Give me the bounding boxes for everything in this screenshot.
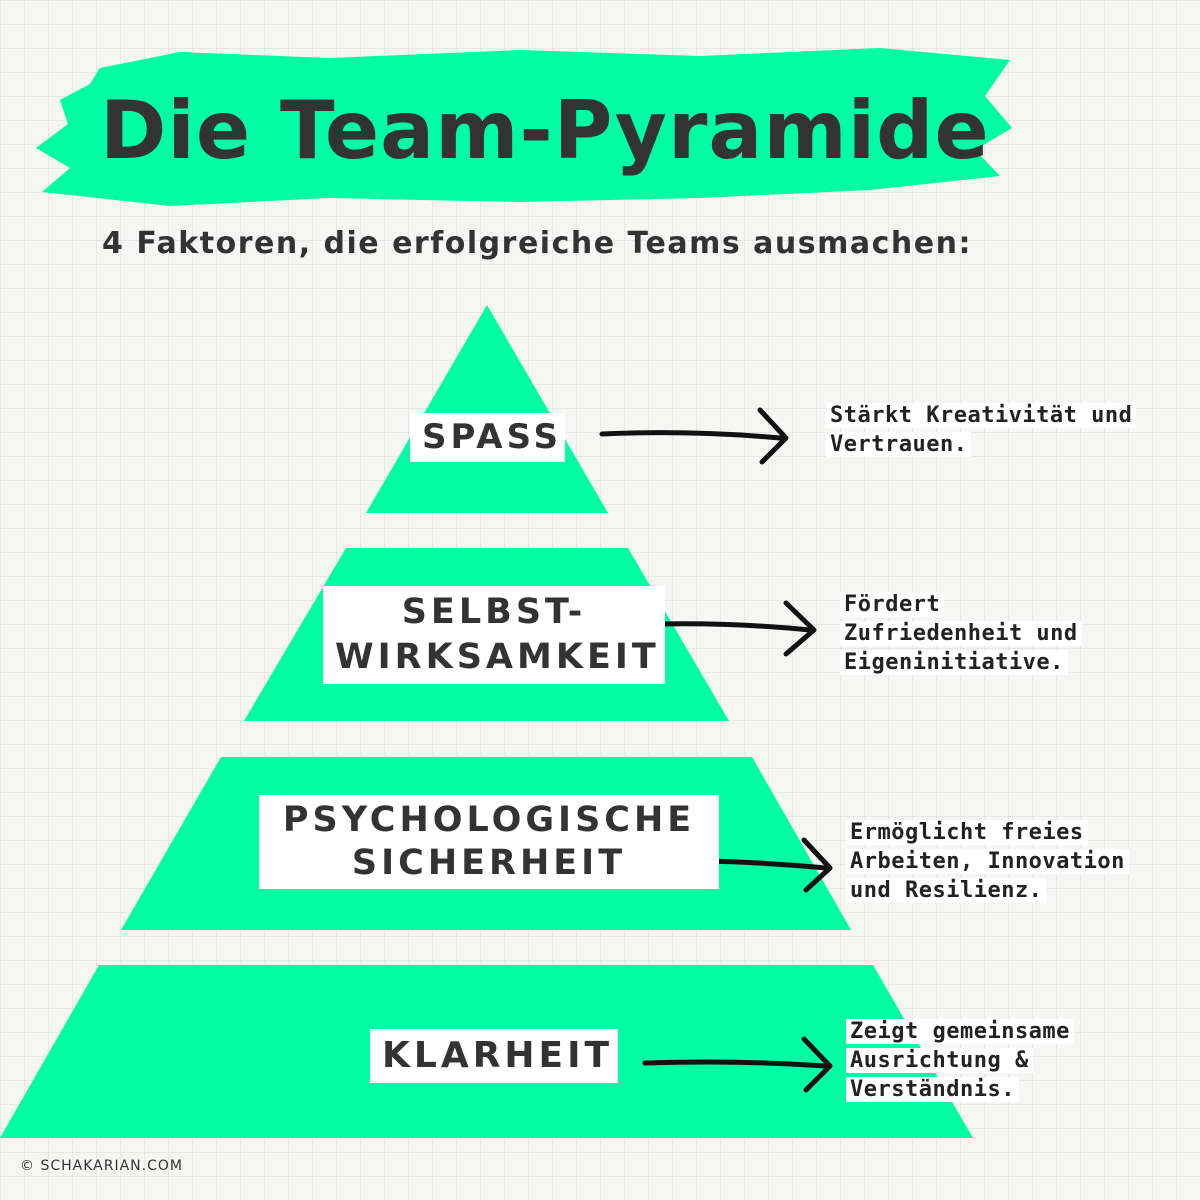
arrow-icon-spass — [599, 407, 789, 465]
page-subtitle: 4 Faktoren, die erfolgreiche Teams ausma… — [102, 226, 972, 261]
pyramid-level-spass-shape — [366, 305, 608, 513]
page-title: Die Team-Pyramide — [100, 84, 990, 177]
description-spass: Stärkt Kreativität und Vertrauen. — [826, 401, 1166, 459]
pyramid-label-psychologische-sicherheit: PSYCHOLOGISCHE SICHERHEIT — [259, 795, 719, 889]
pyramid-label-klarheit: KLARHEIT — [370, 1029, 618, 1083]
title-brush-highlight — [36, 48, 1012, 206]
arrow-icon-klarheit — [642, 1036, 833, 1093]
description-klarheit: Zeigt gemeinsame Ausrichtung & Verständn… — [846, 1017, 1136, 1104]
description-psychologische-sicherheit: Ermöglicht freies Arbeiten, Innovation u… — [846, 818, 1166, 905]
pyramid-label-selbstwirksamkeit: SELBST- WIRKSAMKEIT — [323, 586, 665, 684]
pyramid-label-spass: SPASS — [410, 413, 565, 462]
copyright-footer: © SCHAKARIAN.COM — [20, 1158, 183, 1174]
description-selbstwirksamkeit: Fördert Zufriedenheit und Eigeninitiativ… — [840, 590, 1130, 677]
